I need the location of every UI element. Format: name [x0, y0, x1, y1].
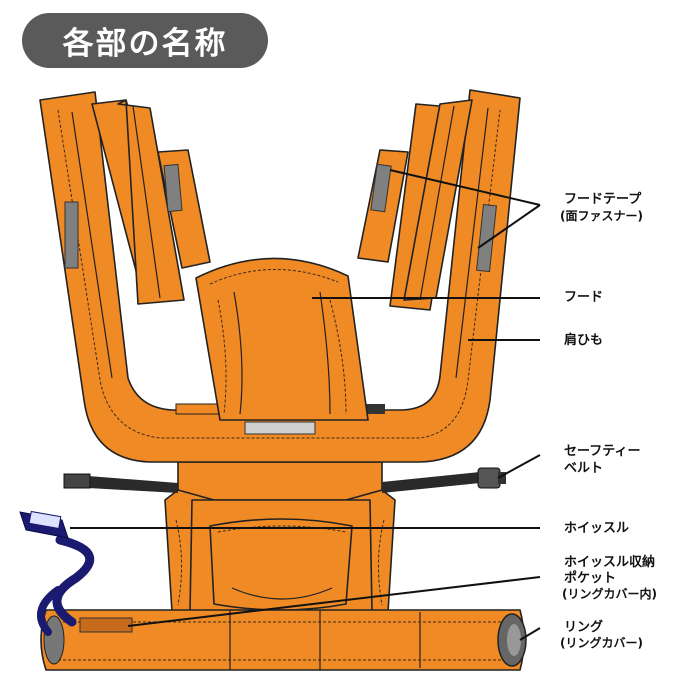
label-whistle: ホイッスル — [564, 521, 630, 536]
ring-cover — [40, 609, 525, 671]
right-hood-straps — [357, 99, 497, 311]
shoulder-strap — [39, 89, 521, 463]
page-title: 各部の名称 — [22, 13, 268, 68]
label-safety-belt-2: ベルト — [564, 461, 604, 476]
left-hood-straps — [64, 99, 211, 305]
whistle-icon — [19, 510, 95, 636]
buckle-icon — [477, 467, 506, 489]
hood — [195, 257, 369, 421]
carrier-body — [164, 461, 396, 613]
label-shoulder-strap: 肩ひも — [564, 333, 604, 348]
safety-belt — [63, 467, 506, 493]
label-ring: リング — [564, 620, 604, 635]
label-whistle-pocket-sub: (リングカバー内) — [562, 587, 657, 601]
leader-lines — [70, 169, 541, 641]
whistle-pocket — [79, 617, 133, 633]
label-ring-sub: (リングカバー) — [560, 636, 643, 650]
label-safety-belt-1: セーフティー — [564, 444, 641, 459]
label-hood-tape-sub: (面ファスナー) — [560, 209, 643, 223]
label-hood: フード — [564, 290, 604, 305]
label-hood-tape: フードテープ — [564, 192, 642, 207]
label-whistle-pocket-2: ポケット — [564, 571, 617, 586]
label-whistle-pocket-1: ホイッスル収納 — [564, 555, 656, 570]
